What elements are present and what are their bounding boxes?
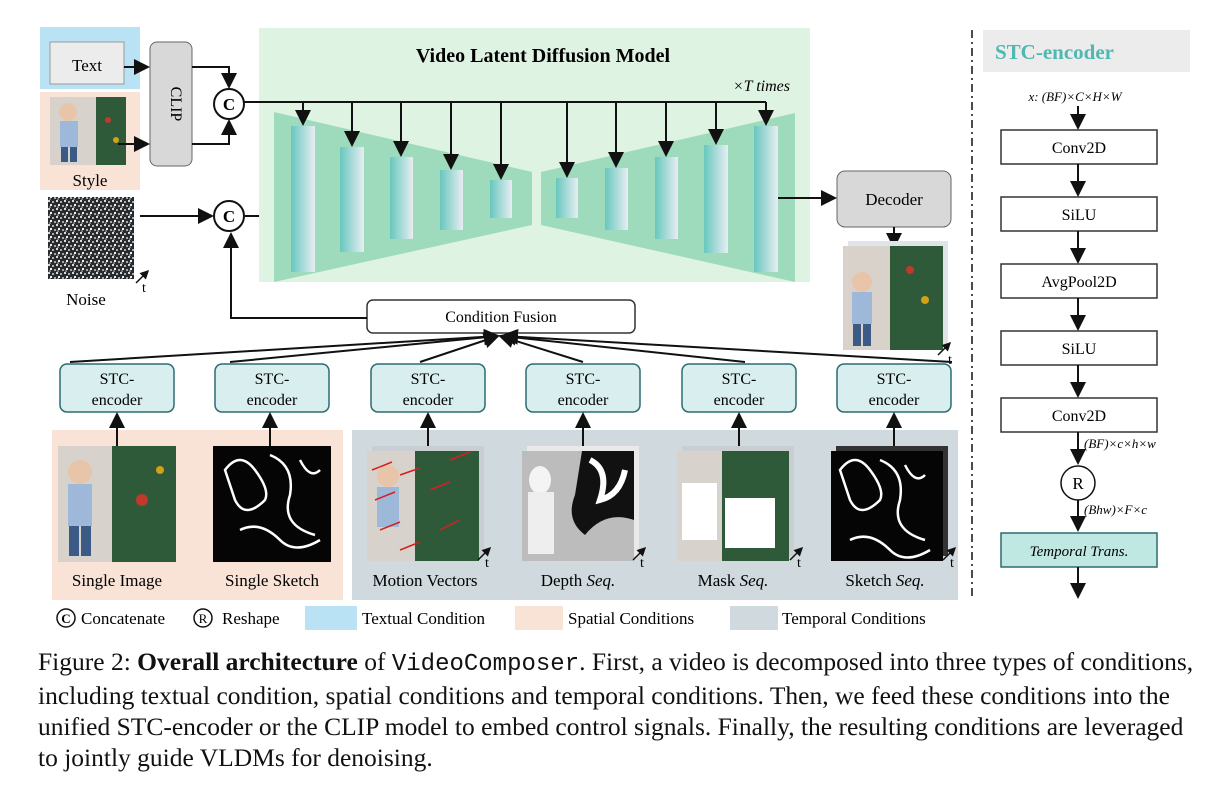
stc-encoder-5: STC- encoder xyxy=(681,363,797,413)
t-label: t xyxy=(142,281,146,296)
shape-after-conv: (BF)×c×h×w xyxy=(1084,436,1156,451)
stc-encoder-title: STC-encoder xyxy=(995,40,1114,64)
svg-text:STC-: STC- xyxy=(722,371,757,388)
clip-label: CLIP xyxy=(167,87,184,122)
motion-vectors-image xyxy=(367,446,484,561)
concatenate-node-bottom xyxy=(213,200,245,232)
svg-text:encoder: encoder xyxy=(558,392,609,409)
stc-title-box xyxy=(983,30,1190,72)
time-arrows xyxy=(477,546,957,561)
t-label: t xyxy=(948,353,952,368)
legend-textual: Textual Condition xyxy=(362,609,485,628)
svg-text:STC-: STC- xyxy=(411,371,446,388)
model-name: VideoComposer xyxy=(391,651,580,678)
svg-text:encoder: encoder xyxy=(714,392,765,409)
depth-sequence-image xyxy=(522,446,639,561)
reshape-symbol: R xyxy=(1072,474,1084,493)
legend-concatenate: Concatenate xyxy=(81,609,165,628)
stc-encoder-3: STC- encoder xyxy=(370,363,486,413)
svg-text:SiLU: SiLU xyxy=(1062,341,1097,358)
svg-text:SiLU: SiLU xyxy=(1062,207,1097,224)
stc-encoder-1: STC- encoder xyxy=(59,363,175,413)
fusion-arrows xyxy=(69,328,953,363)
legend-reshape: Reshape xyxy=(222,609,280,628)
svg-text:STC-: STC- xyxy=(877,371,912,388)
input-shape: x: (BF)×C×H×W xyxy=(1027,89,1122,104)
condition-label-motion-vectors: Motion Vectors xyxy=(373,571,478,590)
svg-text:encoder: encoder xyxy=(869,392,920,409)
decoder-label: Decoder xyxy=(865,190,923,209)
stc-step-1: Conv2D xyxy=(1000,129,1158,165)
style-image xyxy=(50,97,126,165)
caption-bold: Overall architecture xyxy=(137,647,358,676)
times-label: ×T times xyxy=(733,78,790,95)
stc-step-2: SiLU xyxy=(1000,196,1158,232)
svg-text:Conv2D: Conv2D xyxy=(1052,140,1106,157)
unet-blocks xyxy=(291,126,778,272)
noise-label: Noise xyxy=(66,290,106,309)
stc-step-3: AvgPool2D xyxy=(1000,263,1158,299)
svg-text:encoder: encoder xyxy=(247,392,298,409)
condition-label-mask-seq: Mask Seq. xyxy=(698,571,769,590)
t-label: t xyxy=(950,556,954,571)
caption-of: of xyxy=(364,647,386,676)
figure-label: Figure 2: xyxy=(38,647,131,676)
condition-label-single-sketch: Single Sketch xyxy=(225,571,319,590)
svg-text:R: R xyxy=(199,611,208,626)
clip-box xyxy=(149,41,193,167)
style-label: Style xyxy=(73,171,108,190)
vldm-title: Video Latent Diffusion Model xyxy=(416,45,671,67)
encoder-input-arrows xyxy=(109,412,902,446)
svg-text:STC-: STC- xyxy=(255,371,290,388)
stc-step-5: Conv2D xyxy=(1000,397,1158,433)
temporal-transformer-box: Temporal Trans. xyxy=(1000,532,1158,568)
t-label: t xyxy=(797,556,801,571)
concat-symbol: C xyxy=(223,95,235,114)
t-label: t xyxy=(640,556,644,571)
legend: C Concatenate R Reshape Textual Conditio… xyxy=(56,606,926,630)
svg-text:Conv2D: Conv2D xyxy=(1052,408,1106,425)
svg-text:STC-: STC- xyxy=(100,371,135,388)
stc-encoder-6: STC- encoder xyxy=(836,363,952,413)
text-box xyxy=(49,41,125,85)
stc-encoder-4: STC- encoder xyxy=(525,363,641,413)
condition-label-depth-seq: Depth Seq. xyxy=(541,571,616,590)
stc-encoder-2: STC- encoder xyxy=(214,363,330,413)
svg-text:STC-: STC- xyxy=(566,371,601,388)
stc-step-4: SiLU xyxy=(1000,330,1158,366)
svg-text:encoder: encoder xyxy=(92,392,143,409)
output-video-image xyxy=(843,241,948,350)
single-image xyxy=(58,446,176,562)
single-sketch xyxy=(213,446,331,562)
svg-text:encoder: encoder xyxy=(403,392,454,409)
svg-text:C: C xyxy=(61,611,70,626)
mask-sequence-image xyxy=(677,446,794,561)
caption-rest: . First, a video is decomposed into thre… xyxy=(38,647,1194,772)
sketch-sequence-image xyxy=(831,446,948,561)
t-label: t xyxy=(485,556,489,571)
svg-text:AvgPool2D: AvgPool2D xyxy=(1041,274,1116,291)
condition-label-single-image: Single Image xyxy=(72,571,162,590)
condition-fusion-label: Condition Fusion xyxy=(445,309,557,326)
condition-label-sketch-seq: Sketch Seq. xyxy=(845,571,924,590)
legend-temporal: Temporal Conditions xyxy=(782,609,926,628)
figure-caption: Figure 2: Overall architecture of VideoC… xyxy=(38,646,1203,773)
context-arrows xyxy=(244,101,774,180)
text-label: Text xyxy=(72,56,102,75)
concat-symbol: C xyxy=(223,207,235,226)
svg-text:Temporal Trans.: Temporal Trans. xyxy=(1030,544,1129,560)
shape-after-reshape: (Bhw)×F×c xyxy=(1084,502,1147,517)
legend-spatial: Spatial Conditions xyxy=(568,609,694,628)
noise-image xyxy=(48,197,134,279)
architecture-diagram: Text Style CLIP C t Noise C Video Latent… xyxy=(40,27,1190,630)
